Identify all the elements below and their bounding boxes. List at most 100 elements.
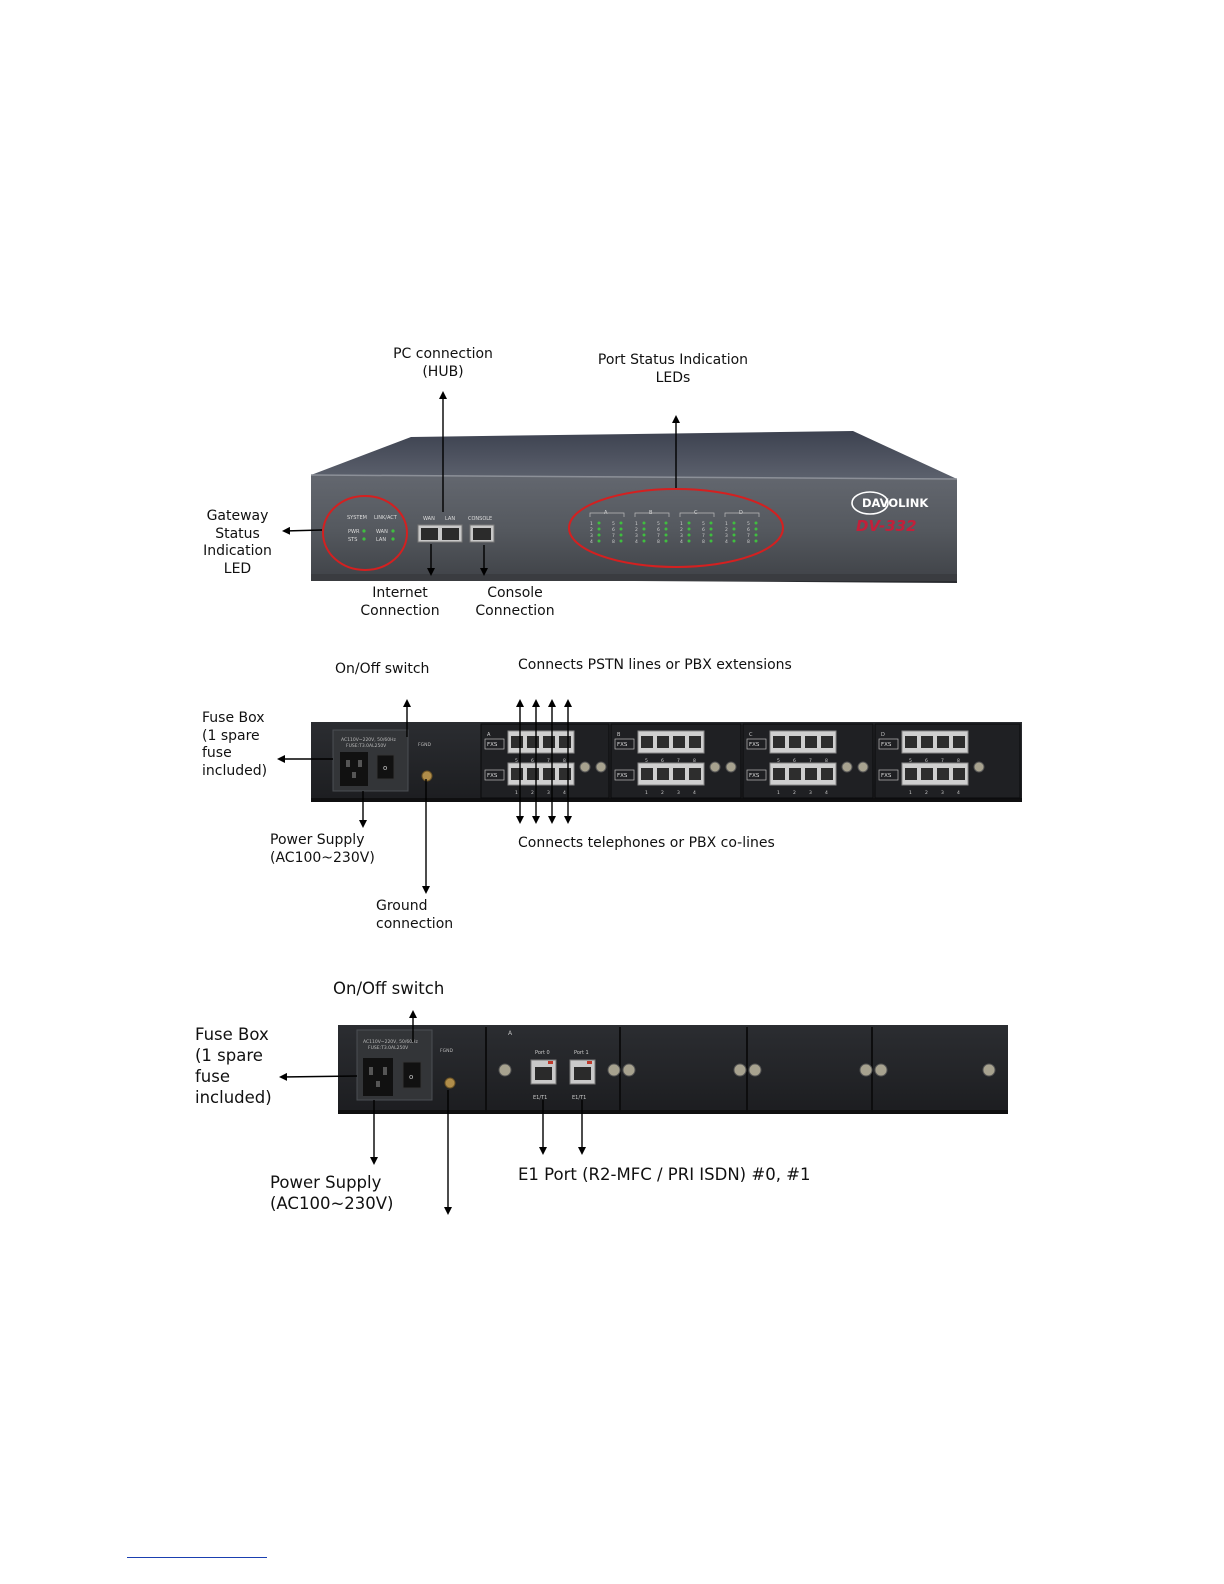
slot-label: A [487,732,491,738]
fxs-tag: FXS [749,773,760,779]
led-number: 8 [747,539,750,545]
rj11-port [641,736,653,748]
console-connection-label: Console Connection [475,585,555,619]
port-led [732,521,736,525]
port-status-label: Port Status Indication LEDs [597,352,749,386]
port-led [709,521,713,525]
port-number: 5 [645,758,648,764]
rj11-port [805,736,817,748]
port-led [687,521,691,525]
port-number: 7 [677,758,680,764]
port-number: 3 [809,790,812,796]
rj11-port [773,736,785,748]
port-led [619,533,623,537]
port-number: 8 [957,758,960,764]
port-led [709,527,713,531]
sts-label: STS [348,537,357,543]
rj11-block [769,730,837,754]
rj11-port [673,768,685,780]
fxs-tag: FXS [749,742,760,748]
e1-port-1 [574,1067,591,1080]
fgnd-label: FGND [418,742,431,748]
rj11-port [937,736,949,748]
rj11-port [905,736,917,748]
thumbscrew [709,761,721,773]
led-number: 1 [635,521,638,527]
e1-ground-terminal [444,1077,456,1089]
power-inlet [340,752,368,786]
front-system-leds: SYSTEM LINK/ACT PWR STS WAN LAN [347,515,398,543]
port-led [597,527,601,531]
rj11-port [773,768,785,780]
rj11-port [543,768,555,780]
rj11-block [769,762,837,786]
pc-connection-label: PC connection (HUB) [393,346,493,380]
port-led [732,533,736,537]
port-number: 8 [825,758,828,764]
wan-port-label: WAN [423,516,435,522]
e1-fuse-box-label: Fuse Box (1 spare fuse included) [195,1025,272,1107]
port-led [687,533,691,537]
port-led [619,539,623,543]
pstn-label: Connects PSTN lines or PBX extensions [518,657,792,673]
port-number: 6 [925,758,928,764]
led-number: 2 [725,527,728,533]
port-led [687,527,691,531]
brand-name: DAVOLINK [862,496,929,510]
led-number: 4 [635,539,638,545]
thumbscrew [973,761,985,773]
led-number: 4 [725,539,728,545]
e1-port-0 [535,1067,552,1080]
thumbscrew [857,761,869,773]
port-number: 7 [547,758,550,764]
led-number: 5 [657,521,660,527]
slot-label: D [881,732,885,738]
rj11-port [921,736,933,748]
led-number: 5 [747,521,750,527]
port-led [664,533,668,537]
svg-text:Port 0: Port 0 [535,1050,550,1056]
rear-fxs-arrows [277,699,572,894]
port-number: 6 [793,758,796,764]
led-number: 3 [635,533,638,539]
led-number: 3 [590,533,593,539]
led-number: 7 [612,533,615,539]
e1-port-label: E1 Port (R2-MFC / PRI ISDN) #0, #1 [518,1165,811,1184]
fxs-tag: FXS [487,742,498,748]
port-led [732,539,736,543]
rj11-port [689,768,701,780]
port-led [597,539,601,543]
port-led [709,533,713,537]
fxs-tag: FXS [617,773,628,779]
fxs-power-supply-label: Power Supply (AC100~230V) [270,832,375,866]
gateway-status-label: Gateway Status Indication LED [203,508,272,577]
port-led [754,527,758,531]
port-led [597,521,601,525]
svg-text:AC110V~220V, 50/60Hz: AC110V~220V, 50/60Hz [363,1039,418,1045]
port-number: 8 [563,758,566,764]
lan-port [442,528,459,540]
port-number: 4 [957,790,960,796]
rj11-block [901,762,969,786]
fxs-tag: FXS [487,773,498,779]
svg-text:o: o [409,1073,413,1081]
port-led [664,539,668,543]
rj11-port [953,768,965,780]
front-device [310,431,958,583]
thumbscrew [725,761,737,773]
front-ports: WAN LAN CONSOLE [417,516,495,543]
port-number: 5 [909,758,912,764]
led-number: 7 [747,533,750,539]
port-led [687,539,691,543]
e1-power-supply-label: Power Supply (AC100~230V) [270,1173,394,1213]
internet-connection-label: Internet Connection [360,585,440,619]
thumbscrew [579,761,591,773]
rj11-port [821,736,833,748]
svg-text:o: o [383,764,387,772]
console-port [473,528,491,540]
ground-connection-label: Ground connection [376,898,454,932]
port-led [619,527,623,531]
davolink-logo: DAVOLINK DV-332 [851,491,929,535]
led-number: 1 [590,521,593,527]
